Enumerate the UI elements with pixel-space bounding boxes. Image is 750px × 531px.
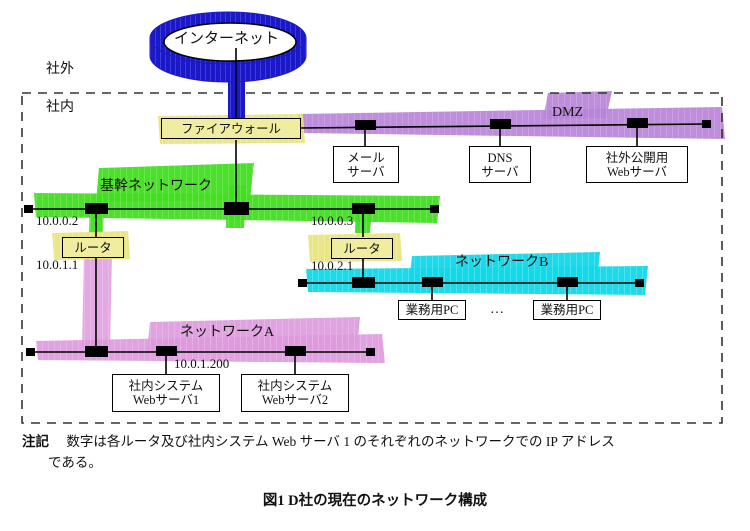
tap-internal-web-server-2	[285, 346, 306, 356]
firewall-label: ファイアウォール	[180, 121, 281, 136]
highlighter-bands	[34, 91, 725, 363]
ip-label-router-right-backbone: 10.0.0.3	[311, 213, 354, 228]
internal-web-server-2-label-line2: Webサーバ2	[261, 393, 329, 407]
dmz-label: DMZ	[552, 105, 584, 120]
internet-label: インターネット	[174, 31, 280, 47]
ip-label-internal-web-server-1: 10.0.1.200	[174, 356, 230, 371]
figure-note-line1: 数字は各ルータ及び社内システム Web サーバ 1 のそれぞれのネットワークでの…	[66, 434, 615, 449]
tap-router-right	[352, 203, 375, 214]
figure-caption: 図1 D社の現在のネットワーク構成	[262, 493, 488, 509]
pc-ellipsis: …	[490, 302, 505, 317]
internal-web-server-2-label-line1: 社内システム	[257, 379, 333, 393]
dns-server-label-line1: DNS	[487, 150, 513, 165]
router-left-box[interactable]: ルータ	[62, 237, 124, 258]
tap-mail-server	[355, 120, 376, 130]
tap-internal-web-server-1	[156, 346, 177, 356]
company-boundary-dashed	[21, 92, 723, 424]
dmz-band-patch	[543, 91, 612, 119]
dns-server-label-line2: サーバ	[481, 164, 519, 179]
firewall-box[interactable]: ファイアウォール	[161, 118, 301, 139]
internal-web-server-2-box[interactable]: 社内システム Webサーバ2	[241, 374, 349, 412]
router-right-box[interactable]: ルータ	[331, 238, 393, 259]
figure-note-line2: である。	[48, 455, 102, 470]
network-a-band-patch	[147, 317, 360, 352]
tap-network-b-router	[352, 277, 375, 288]
tap-dns-server	[490, 119, 511, 129]
dmz-band	[298, 107, 725, 139]
network-a-label: ネットワークA	[180, 325, 275, 340]
office-pc-2-label: 業務用PC	[540, 303, 594, 317]
internal-web-server-1-box[interactable]: 社内システム Webサーバ1	[112, 374, 220, 412]
network-b-band-patch	[409, 252, 600, 284]
mail-server-box[interactable]: メール サーバ	[333, 146, 399, 183]
office-pc-1-label: 業務用PC	[405, 303, 459, 317]
node-taps	[85, 118, 648, 357]
network-a-terminator-right	[366, 348, 375, 356]
figure-note-line2-wrap: である。	[48, 453, 102, 473]
tap-network-a-router	[85, 346, 108, 357]
office-pc-1-box[interactable]: 業務用PC	[398, 300, 466, 320]
backbone-band-patch	[96, 163, 254, 202]
network-b-terminator-right	[635, 279, 644, 287]
zone-label-inside: 社内	[46, 100, 74, 115]
tap-office-pc-1	[422, 277, 443, 287]
public-web-server-label-line1: 社外公開用	[605, 150, 669, 165]
figure-note: 注記 数字は各ルータ及び社内システム Web サーバ 1 のそれぞれのネットワー…	[22, 432, 732, 452]
bus-terminators	[24, 120, 711, 356]
figure-note-label: 注記	[22, 434, 49, 449]
network-b-label: ネットワークB	[455, 255, 549, 270]
internal-web-server-1-label-line1: 社内システム	[128, 379, 204, 393]
public-web-server-label-line2: Webサーバ	[607, 164, 667, 179]
ip-label-router-left-lan: 10.0.1.1	[36, 257, 79, 272]
network-b-terminator-left	[298, 279, 307, 287]
router-right-label: ルータ	[343, 241, 381, 256]
network-a-smudge	[82, 252, 112, 348]
mail-server-label-line2: サーバ	[347, 164, 385, 179]
backbone-label: 基幹ネットワーク	[100, 179, 212, 194]
internal-web-server-1-label-line2: Webサーバ1	[132, 393, 200, 407]
dns-server-box[interactable]: DNS サーバ	[469, 146, 531, 183]
network-a-terminator-left	[26, 348, 35, 356]
ip-label-router-right-lan: 10.0.2.1	[311, 258, 354, 273]
tap-router-left	[85, 203, 108, 214]
zone-label-outside: 社外	[46, 62, 74, 77]
backbone-terminator-left	[24, 205, 33, 213]
tap-office-pc-2	[557, 277, 578, 287]
internet-inner-face	[163, 22, 297, 62]
tap-public-web-server	[627, 118, 648, 128]
public-web-server-box[interactable]: 社外公開用 Webサーバ	[586, 146, 688, 183]
backbone-terminator-right	[430, 205, 439, 213]
router-left-label: ルータ	[74, 240, 112, 255]
tap-firewall	[224, 202, 249, 215]
mail-server-label-line1: メール	[347, 150, 385, 165]
internet-cloud	[149, 11, 307, 125]
ip-label-router-left-backbone: 10.0.0.2	[36, 213, 79, 228]
dmz-terminator-right	[702, 120, 711, 128]
office-pc-2-box[interactable]: 業務用PC	[533, 300, 601, 320]
